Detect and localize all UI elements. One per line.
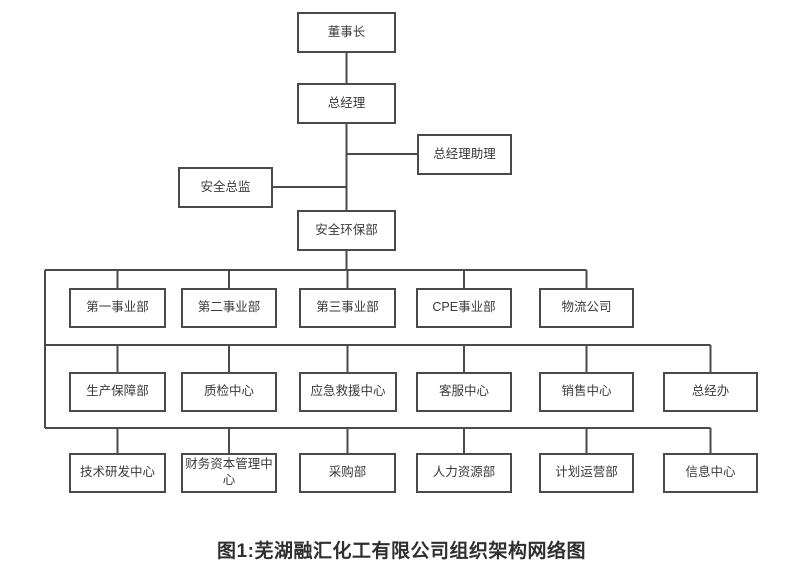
node-safety-env-dept: 安全环保部	[297, 210, 396, 251]
node-safety-director: 安全总监	[178, 167, 273, 208]
node-procurement-dept: 采购部	[299, 453, 396, 493]
node-quality-inspection-center: 质检中心	[181, 372, 277, 412]
node-third-division: 第三事业部	[299, 288, 396, 328]
figure-caption: 图1:芜湖融汇化工有限公司组织架构网络图	[217, 541, 586, 562]
node-first-division: 第一事业部	[69, 288, 166, 328]
node-information-center: 信息中心	[663, 453, 758, 493]
node-general-manager: 总经理	[297, 83, 396, 124]
node-sales-center: 销售中心	[539, 372, 634, 412]
node-second-division: 第二事业部	[181, 288, 277, 328]
node-hr-dept: 人力资源部	[416, 453, 512, 493]
node-gm-assistant: 总经理助理	[417, 134, 512, 175]
node-gm-office: 总经办	[663, 372, 758, 412]
node-customer-service-center: 客服中心	[416, 372, 512, 412]
node-chairman: 董事长	[297, 12, 396, 53]
node-finance-capital-mgmt-center: 财务资本管理中心	[181, 453, 277, 493]
node-cpe-division: CPE事业部	[416, 288, 512, 328]
node-logistics-company: 物流公司	[539, 288, 634, 328]
node-tech-rd-center: 技术研发中心	[69, 453, 166, 493]
node-production-support-dept: 生产保障部	[69, 372, 166, 412]
node-emergency-rescue-center: 应急救援中心	[299, 372, 397, 412]
node-planning-operations-dept: 计划运营部	[539, 453, 634, 493]
